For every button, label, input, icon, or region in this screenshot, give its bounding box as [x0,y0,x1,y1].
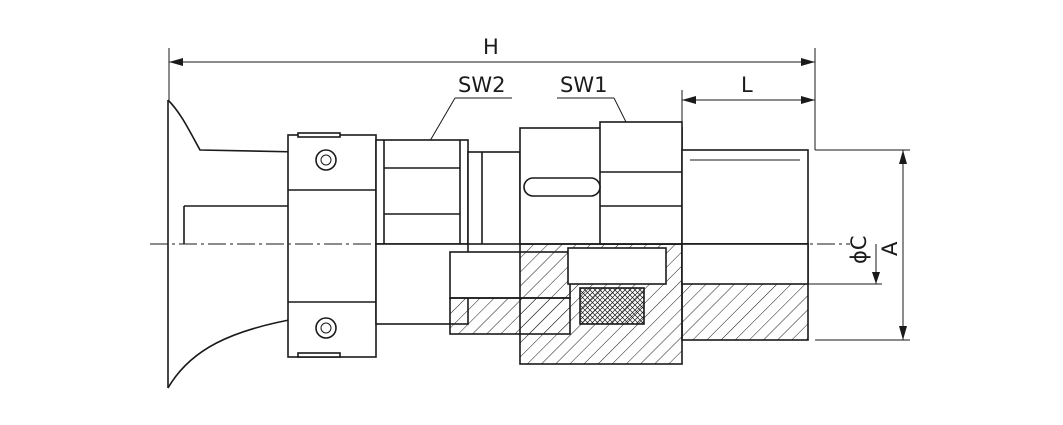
thread-section [681,149,809,341]
dimension-h-label: H [483,35,499,59]
sw2-label: SW2 [458,73,505,97]
dimension-c-label: ϕC [847,235,871,264]
dimension-l-label: L [741,73,753,97]
dimension-a: A [815,149,910,341]
clamp-band [287,132,377,358]
dimension-c: ϕC [808,235,882,285]
dimension-a-label: A [878,241,902,256]
dimension-l: L [681,73,815,125]
sw1-label: SW1 [560,73,607,97]
dimension-h: H [168,35,816,150]
gland-body [449,121,683,365]
